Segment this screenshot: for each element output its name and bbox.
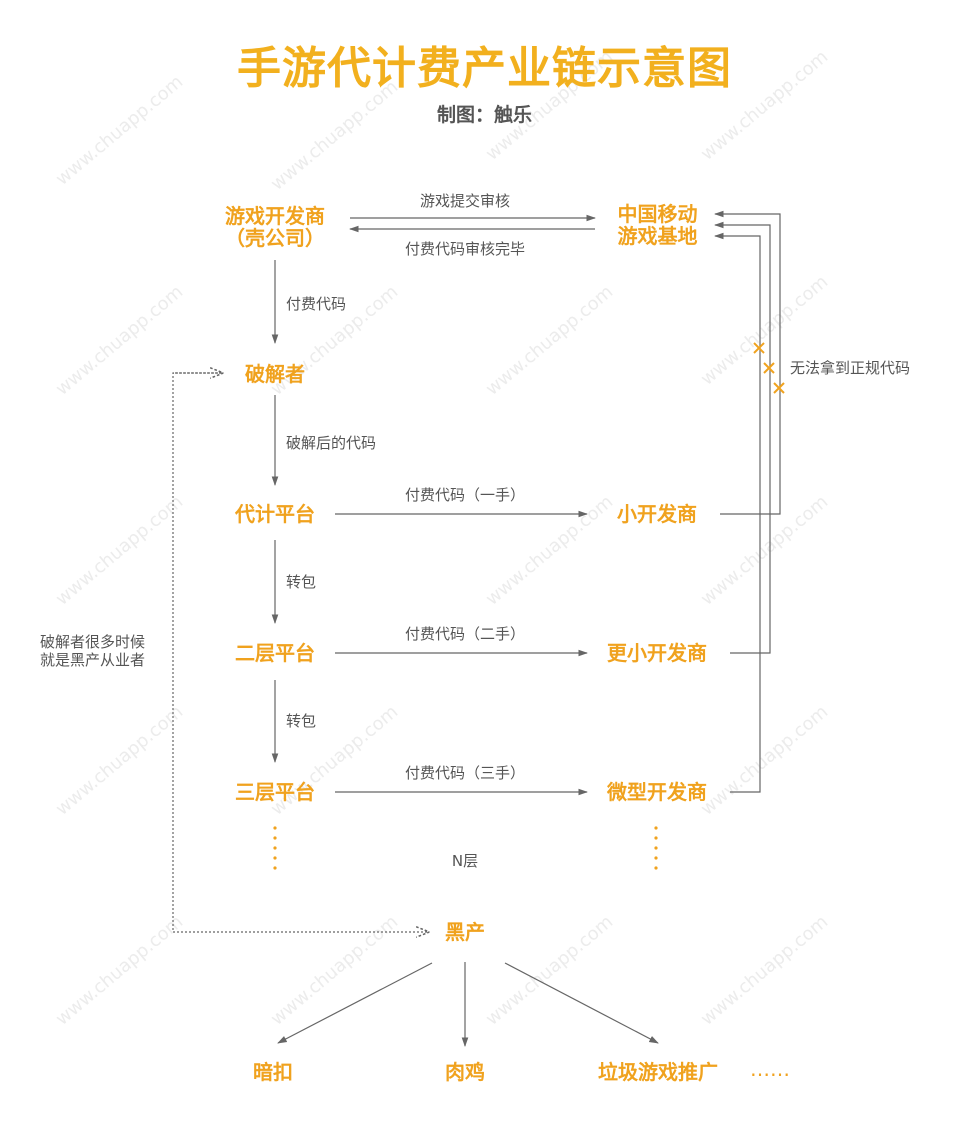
node-china-mobile-line2: 游戏基地: [617, 224, 698, 248]
node-china-mobile-line1: 中国移动: [617, 202, 698, 226]
label-second-hand: 付费代码（二手）: [404, 625, 525, 643]
arrow-to-hidden-deduction: [277, 962, 433, 1044]
node-junk-game-promo: 垃圾游戏推广: [598, 1060, 718, 1084]
label-repack-1: 转包: [286, 573, 317, 591]
path-cracker-black-market-loop: [172, 372, 428, 932]
label-repack-2: 转包: [286, 712, 317, 730]
node-cracker: 破解者: [245, 362, 305, 386]
path-small-dev-to-mobile: [714, 210, 781, 515]
node-developer-line1: 游戏开发商: [225, 204, 325, 228]
label-cracker-note-line1: 破解者很多时候: [40, 633, 146, 651]
node-more-ellipsis: ……: [750, 1057, 790, 1081]
page-subtitle: 制图：触乐: [436, 104, 532, 126]
node-tier2-platform: 二层平台: [235, 641, 315, 665]
path-micro-dev-to-mobile: [714, 232, 761, 793]
node-zombie: 肉鸡: [445, 1060, 485, 1084]
page-title: 手游代计费产业链示意图: [237, 43, 732, 94]
label-first-hand: 付费代码（一手）: [404, 486, 525, 504]
blocked-cross-marks: [753, 342, 785, 394]
label-no-legit-code: 无法拿到正规代码: [790, 359, 911, 377]
node-black-market: 黑产: [445, 920, 485, 944]
node-china-mobile: 中国移动 游戏基地: [600, 203, 715, 247]
path-smaller-dev-to-mobile: [714, 221, 771, 654]
label-paid-code: 付费代码: [286, 295, 347, 313]
node-tier3-platform: 三层平台: [235, 780, 315, 804]
label-third-hand: 付费代码（三手）: [404, 764, 525, 782]
node-billing-platform: 代计平台: [235, 502, 315, 526]
label-cracker-note: 破解者很多时候 就是黑产从业者: [40, 633, 145, 669]
label-cracked-code: 破解后的代码: [286, 434, 377, 452]
node-micro-developer: 微型开发商: [607, 780, 707, 804]
node-smaller-developer: 更小开发商: [607, 641, 707, 665]
node-small-developer: 小开发商: [617, 502, 697, 526]
label-submit-review: 游戏提交审核: [419, 192, 510, 210]
arrow-to-junk-promo: [504, 962, 659, 1044]
node-hidden-deduction: 暗扣: [253, 1060, 293, 1084]
vertical-ellipsis-dots: [273, 826, 658, 870]
label-review-done: 付费代码审核完毕: [404, 240, 525, 258]
label-n-layers: N层: [451, 852, 479, 870]
node-developer: 游戏开发商 （壳公司）: [205, 205, 345, 249]
node-developer-line2: （壳公司）: [225, 226, 325, 250]
label-cracker-note-line2: 就是黑产从业者: [40, 651, 146, 669]
